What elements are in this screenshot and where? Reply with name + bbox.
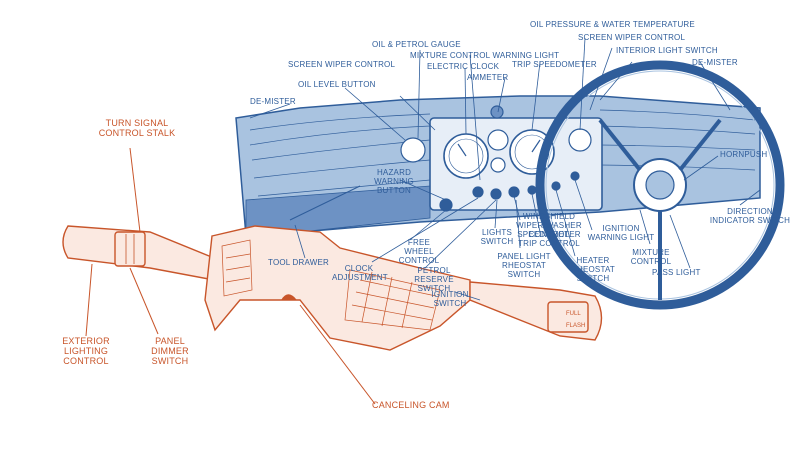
label-canceling-cam: CANCELING CAM [372, 400, 450, 410]
stalk-text-flash: FLASH [566, 323, 585, 329]
label-pass-light: PASS LIGHT [652, 268, 701, 277]
label-de-mister-right: DE-MISTER [692, 58, 738, 67]
leader-lines [249, 37, 761, 301]
dashboard-illustration [235, 60, 785, 310]
stalk-assembly-illustration [62, 225, 603, 351]
label-oil-pressure: OIL PRESSURE & WATER TEMPERATURE [530, 20, 695, 29]
label-mixture-control: MIXTURE CONTROL [630, 248, 672, 266]
label-ignition-warning: IGNITION WARNING LIGHT [587, 224, 655, 242]
label-ammeter: AMMETER [467, 73, 509, 82]
label-ignition-switch: IGNITION SWITCH [431, 290, 469, 308]
label-speedometer-trip: SPEEDOMETER TRIP CONTROL [517, 230, 581, 248]
stalk-text-full: FULL [566, 311, 581, 317]
label-oil-level: OIL LEVEL BUTTON [298, 80, 376, 89]
label-turn-signal: TURN SIGNAL CONTROL STALK [98, 118, 176, 138]
label-screen-wiper-control-left: SCREEN WIPER CONTROL [288, 60, 396, 69]
label-direction-indicator: DIRECTION INDICATOR SWITCH [709, 207, 791, 225]
label-hazard: HAZARD WARNING BUTTON [374, 168, 414, 195]
label-panel-light-rheostat: PANEL LIGHT RHEOSTAT SWITCH [497, 252, 551, 279]
label-electric-clock: ELECTRIC CLOCK [427, 62, 500, 71]
label-interior-light: INTERIOR LIGHT SWITCH [616, 46, 718, 55]
label-hornpush: HORNPUSH [720, 150, 768, 159]
label-windshield-wiper: WINDSHIELD WIPER/WASHER CONTROL [516, 212, 582, 239]
label-tool-drawer: TOOL DRAWER [268, 258, 330, 267]
label-oil-petrol-gauge: OIL & PETROL GAUGE [372, 40, 461, 49]
label-panel-dimmer: PANEL DIMMER SWITCH [151, 336, 189, 366]
label-mixture-warning: MIXTURE CONTROL WARNING LIGHT [410, 51, 560, 60]
label-heater-rheostat: HEATER RHEOSTAT SWITCH [571, 256, 615, 283]
leader-lines-orange [85, 147, 376, 405]
label-clock-adjustment: CLOCK ADJUSTMENT [332, 264, 388, 282]
label-screen-wiper-control-right: SCREEN WIPER CONTROL [578, 33, 686, 42]
label-trip-speedometer: TRIP SPEEDOMETER [512, 60, 597, 69]
label-de-mister-left: DE-MISTER [250, 97, 296, 106]
label-free-wheel: FREE WHEEL CONTROL [398, 238, 440, 265]
label-lights-switch: LIGHTS SWITCH [480, 228, 514, 246]
label-petrol-reserve: PETROL RESERVE SWITCH [414, 266, 454, 293]
label-exterior-lighting: EXTERIOR LIGHTING CONTROL [62, 336, 110, 366]
